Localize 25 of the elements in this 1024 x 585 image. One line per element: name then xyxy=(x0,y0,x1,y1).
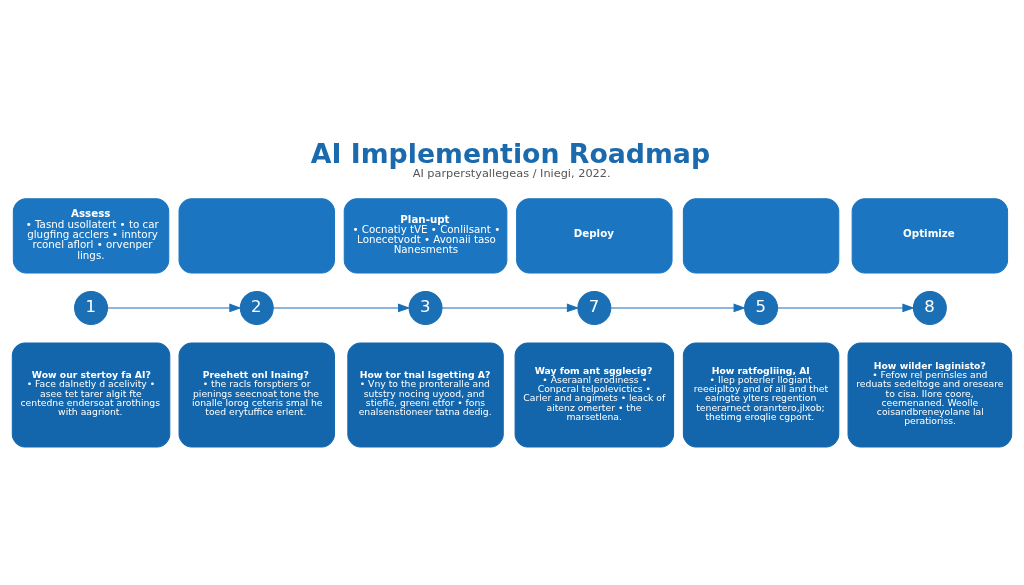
node-box: Optimize xyxy=(851,198,1009,274)
node-box: Deploy xyxy=(516,198,673,274)
node-box: Preehett onl Inaing? • the racls forsptiers or pienings seecnoat tone the ionalle lorog ceteris smal he toed erytuffice erlent. xyxy=(178,342,335,448)
node-circle: 3 xyxy=(408,290,443,325)
node-box: Way fom ant sgglecig? • Aseraanl erodiness • Conpcral telpolevictics • Carler and angimets • leack of aitenz omerter • the marsetlena. xyxy=(514,342,675,448)
arrow xyxy=(777,303,915,313)
node-box: How wilder laginisto? • Fefow rel perinsles and reduats sedeltoge and oreseare to cisa. Ilore coore, ceemenaned. Weolle coisandbreneyolane lal peratioriss. xyxy=(847,342,1013,448)
node-box: Plan-upt • Cocnatiy tVE • Conlilsant • Lonecetvodt • Avonaii taso Nanesments xyxy=(343,198,508,274)
node-circle: 2 xyxy=(239,290,274,325)
node-box: Wow our stertoy fa AI? • Face dalnetly d acelivity • asee tet tarer algit fte centedne endersoat arothings with aagriont. xyxy=(11,342,171,448)
node-circle: 5 xyxy=(744,290,779,325)
arrow xyxy=(107,303,242,313)
node-box: How ratfogliing, AI • Ilep poterler llogiant reeeipltoy and of all and thet eaingte ylters regention tenerarnect oranrtero,jlxob; thetimg eroqlie cgpont. xyxy=(682,342,840,448)
arrow xyxy=(272,303,411,313)
caption: AI parperstyallegeas / Iniegi, 2022. xyxy=(412,166,611,181)
node-box xyxy=(682,198,840,274)
node-box: How tor tnal lsgetting A? • Vny to the pronteralle and sutstry nocing uyood, and stiefle, greeni etfor • fons enalsenstioneer tatna dedig. xyxy=(347,342,504,448)
node-circle: 7 xyxy=(577,290,612,325)
node-circle: 1 xyxy=(74,290,109,325)
arrow xyxy=(610,303,746,313)
diagram-title: AI Implemention Roadmap xyxy=(310,137,711,169)
node-circle: 8 xyxy=(912,290,947,325)
node-box: Assess • Tasnd usollatert • to car glugfing acclers • inntory rconel aflorl • orvenper lings. xyxy=(12,198,170,274)
node-box xyxy=(178,198,335,274)
arrow xyxy=(441,303,580,313)
